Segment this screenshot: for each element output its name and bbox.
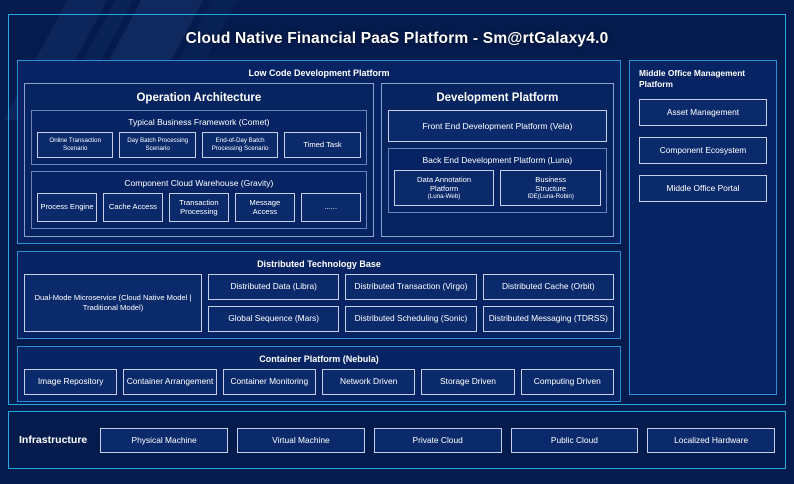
panel-distributed-technology-base: Distributed Technology Base Dual-Mode Mi…: [17, 250, 621, 339]
box-global-sequence[interactable]: Global Sequence (Mars): [208, 305, 340, 332]
business-structure-line2: Structure: [535, 183, 567, 193]
box-cache-access[interactable]: Cache Access: [102, 192, 163, 222]
data-annotation-line2: Platform: [429, 183, 459, 193]
panel-container-platform: Container Platform (Nebula) Image Reposi…: [17, 345, 621, 402]
box-data-annotation-platform[interactable]: Data Annotation Platform (Luna-Web): [393, 169, 495, 207]
data-annotation-line1: Data Annotation: [417, 174, 472, 184]
back-end-development-platform-title: Back End Development Platform (Luna): [422, 154, 573, 165]
low-code-title: Low Code Development Platform: [248, 67, 390, 78]
panel-middle-office-management-platform: Middle Office Management Platform Asset …: [629, 59, 777, 395]
distributed-row-2: Global Sequence (Mars) Distributed Sched…: [208, 305, 614, 332]
box-container-arrangement[interactable]: Container Arrangement: [123, 368, 217, 395]
box-day-batch-processing-scenario[interactable]: Day Batch Processing Scenario: [119, 131, 196, 158]
box-image-repository[interactable]: Image Repository: [24, 368, 118, 395]
middle-office-title: Middle Office Management Platform: [639, 67, 746, 89]
distributed-featured-wrap: Dual-Mode Microservice (Cloud Native Mod…: [24, 273, 202, 332]
container-platform-items: Image Repository Container Arrangement C…: [24, 368, 614, 395]
operation-architecture-title: Operation Architecture: [136, 91, 262, 104]
box-distributed-transaction[interactable]: Distributed Transaction (Virgo): [345, 273, 477, 300]
box-network-driven[interactable]: Network Driven: [321, 368, 416, 395]
distributed-technology-rows: Dual-Mode Microservice (Cloud Native Mod…: [24, 273, 614, 332]
box-physical-machine[interactable]: Physical Machine: [100, 427, 229, 453]
box-dual-mode-microservice[interactable]: Dual-Mode Microservice (Cloud Native Mod…: [24, 273, 202, 332]
box-message-access[interactable]: Message Access: [234, 192, 295, 222]
business-structure-line3: IDE(Luna-Robin): [527, 193, 574, 201]
box-online-transaction-scenario[interactable]: Online Transaction Scenario: [37, 131, 114, 158]
box-end-of-day-batch-processing-scenario[interactable]: End-of-Day Batch Processing Scenario: [201, 131, 279, 158]
box-public-cloud[interactable]: Public Cloud: [510, 427, 639, 453]
business-structure-line1: Business: [535, 174, 567, 184]
subpanel-operation-architecture: Operation Architecture Typical Business …: [24, 82, 374, 237]
box-virtual-machine[interactable]: Virtual Machine: [237, 427, 365, 453]
box-localized-hardware[interactable]: Localized Hardware: [647, 427, 776, 453]
box-component-ecosystem[interactable]: Component Ecosystem: [639, 137, 767, 165]
panel-low-code-development-platform: Low Code Development Platform Operation …: [17, 59, 621, 244]
infrastructure-label: Infrastructure: [19, 434, 88, 446]
box-private-cloud[interactable]: Private Cloud: [373, 427, 502, 453]
box-computing-driven[interactable]: Computing Driven: [520, 368, 614, 395]
box-distributed-scheduling[interactable]: Distributed Scheduling (Sonic): [345, 305, 477, 332]
container-platform-title: Container Platform (Nebula): [259, 353, 379, 364]
box-container-monitoring[interactable]: Container Monitoring: [222, 368, 316, 395]
box-storage-driven[interactable]: Storage Driven: [421, 368, 515, 395]
box-asset-management[interactable]: Asset Management: [639, 99, 767, 127]
box-transaction-processing[interactable]: Transaction Processing: [168, 192, 229, 222]
page-title: Cloud Native Financial PaaS Platform - S…: [185, 30, 609, 47]
box-business-structure-ide[interactable]: Business Structure IDE(Luna-Robin): [500, 169, 602, 207]
box-distributed-cache[interactable]: Distributed Cache (Orbit): [482, 273, 614, 300]
development-platform-title: Development Platform: [436, 91, 559, 104]
distributed-technology-base-title: Distributed Technology Base: [257, 258, 381, 269]
box-middle-office-portal[interactable]: Middle Office Portal: [639, 175, 767, 203]
box-process-engine[interactable]: Process Engine: [37, 192, 97, 222]
typical-business-framework-title: Typical Business Framework (Comet): [128, 116, 270, 127]
back-end-items: Data Annotation Platform (Luna-Web) Busi…: [393, 169, 602, 207]
box-more-ellipsis[interactable]: ......: [300, 192, 361, 222]
group-typical-business-framework: Typical Business Framework (Comet) Onlin…: [31, 109, 367, 165]
panel-infrastructure: Infrastructure Physical Machine Virtual …: [8, 411, 786, 469]
distributed-items-grid: Distributed Data (Libra) Distributed Tra…: [208, 273, 614, 332]
distributed-row-1: Distributed Data (Libra) Distributed Tra…: [208, 273, 614, 300]
group-component-cloud-warehouse: Component Cloud Warehouse (Gravity) Proc…: [31, 170, 367, 229]
box-distributed-data[interactable]: Distributed Data (Libra): [208, 273, 340, 300]
box-distributed-messaging[interactable]: Distributed Messaging (TDRSS): [482, 305, 614, 332]
group-back-end-development-platform: Back End Development Platform (Luna) Dat…: [387, 147, 607, 214]
data-annotation-line3: (Luna-Web): [427, 193, 461, 201]
box-timed-task[interactable]: Timed Task: [284, 131, 361, 158]
main-column: Low Code Development Platform Operation …: [17, 59, 621, 402]
component-cloud-warehouse-items: Process Engine Cache Access Transaction …: [37, 192, 361, 222]
component-cloud-warehouse-title: Component Cloud Warehouse (Gravity): [124, 177, 274, 188]
low-code-columns: Operation Architecture Typical Business …: [24, 82, 614, 237]
frame-body: Low Code Development Platform Operation …: [9, 59, 785, 403]
typical-business-framework-items: Online Transaction Scenario Day Batch Pr…: [37, 131, 361, 158]
subpanel-development-platform: Development Platform Front End Developme…: [380, 82, 614, 237]
platform-frame: Cloud Native Financial PaaS Platform - S…: [8, 14, 786, 405]
box-front-end-development-platform[interactable]: Front End Development Platform (Vela): [387, 109, 607, 142]
